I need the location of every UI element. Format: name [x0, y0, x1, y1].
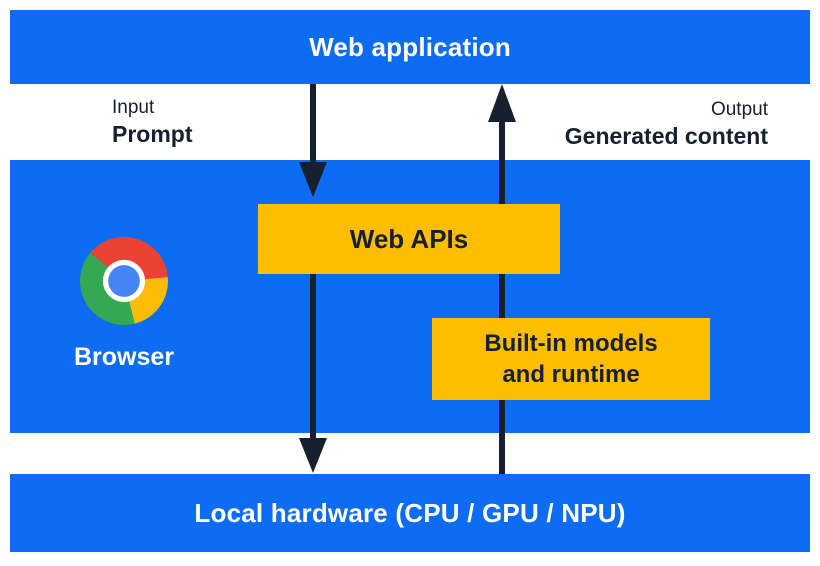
input-value: Prompt	[112, 121, 193, 147]
input-label-group: Input Prompt	[112, 95, 193, 149]
up-arrow-head	[488, 84, 516, 122]
builtin-models-line1: Built-in models	[484, 330, 658, 357]
web-apis-label: Web APIs	[349, 223, 469, 254]
input-title: Input	[112, 97, 155, 118]
web-apis-box: Web APIs	[258, 204, 560, 274]
local-hardware-label: Local hardware (CPU / GPU / NPU)	[194, 497, 626, 528]
chrome-blue-center	[108, 265, 140, 297]
up-arrow-line	[499, 120, 505, 474]
browser-label: Browser	[73, 343, 175, 371]
down-arrow-line-upper	[310, 84, 316, 164]
chrome-logo-icon	[80, 237, 168, 325]
output-value: Generated content	[564, 123, 768, 149]
down-arrow-line-lower	[310, 274, 316, 440]
web-application-bar: Web application	[10, 10, 810, 84]
local-hardware-bar: Local hardware (CPU / GPU / NPU)	[10, 474, 810, 552]
output-label-group: Output Generated content	[565, 97, 768, 151]
web-application-label: Web application	[309, 31, 511, 62]
builtin-models-box: Built-in models and runtime	[432, 318, 710, 400]
down-arrow-head-upper	[299, 162, 327, 197]
output-title: Output	[710, 99, 768, 120]
builtin-models-line2: and runtime	[502, 361, 640, 388]
chrome-red-segment	[90, 237, 168, 281]
down-arrow-head-lower	[299, 438, 327, 473]
